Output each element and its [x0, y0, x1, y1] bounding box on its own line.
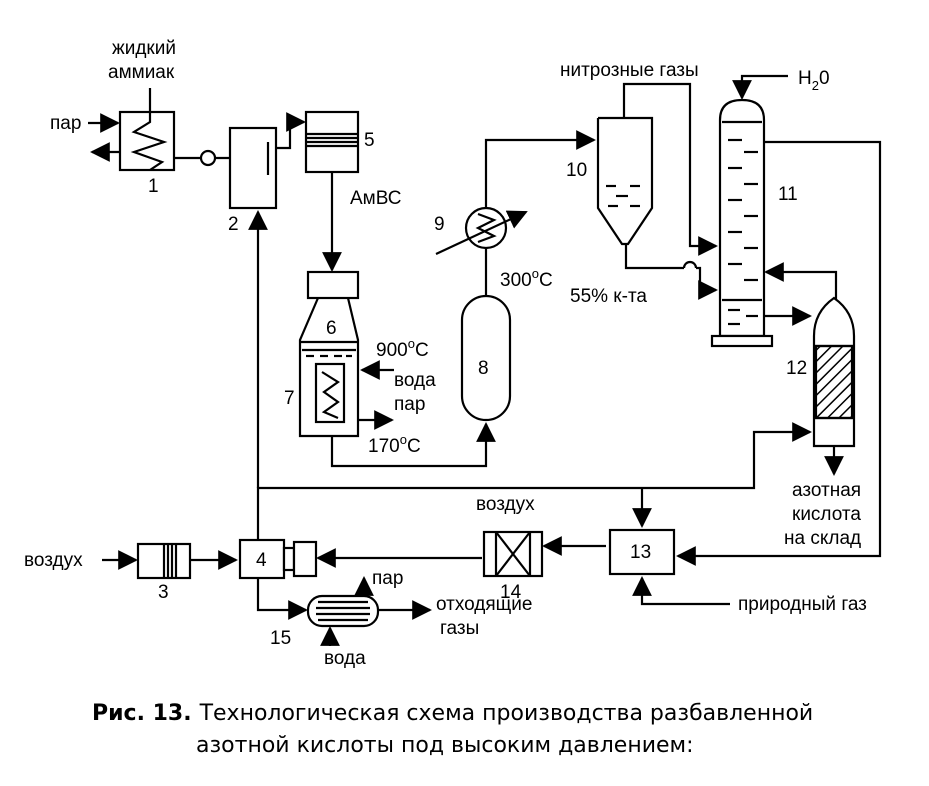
equipment-number-9: 9 — [434, 214, 445, 235]
filter-5 — [304, 110, 360, 174]
equipment-number-10: 10 — [566, 160, 587, 181]
pipe-crossover — [682, 260, 698, 269]
temp-300-label: 300oC — [500, 266, 553, 291]
catalytic-reactor-13 — [608, 528, 676, 576]
amvs-label: АмВС — [350, 188, 402, 209]
recuperator-14 — [482, 530, 544, 578]
ammonia-evaporator-1 — [118, 88, 176, 172]
bleacher-12 — [812, 296, 856, 448]
steam-in-label: пар — [50, 113, 81, 134]
mixer-2 — [228, 112, 306, 210]
pipe-7-to-8 — [330, 422, 496, 468]
equipment-number-12: 12 — [786, 358, 807, 379]
equipment-number-14: 14 — [500, 582, 522, 603]
temp-170-label: 170oC — [368, 432, 421, 457]
tail-gas-11-to-13 — [676, 140, 882, 566]
nitrous-gases-label: нитрозные газы — [560, 60, 699, 81]
equipment-number-4: 4 — [256, 550, 267, 571]
water-7-label: вода — [394, 370, 436, 391]
water-in-11-arrow — [732, 74, 788, 100]
compressor-4 — [238, 538, 318, 580]
natural-gas-in-arrow — [632, 576, 730, 606]
air-left-label: воздух — [24, 550, 83, 571]
acid-55-label: 55% к-та — [570, 286, 647, 307]
heat-exchanger-15 — [306, 594, 380, 628]
equipment-number-8: 8 — [478, 358, 489, 379]
pipe-9-to-10 — [484, 130, 596, 208]
water-15-label: вода — [324, 648, 366, 669]
steam-15-label: пар — [372, 568, 403, 589]
absorption-column-11 — [710, 98, 774, 348]
separator-10 — [596, 116, 654, 246]
nitric-acid-label-3: на склад — [784, 528, 861, 549]
pipe-4-to-15 — [256, 578, 308, 620]
equipment-number-3: 3 — [158, 582, 169, 603]
equipment-number-5: 5 — [364, 130, 375, 151]
temp-900-label: 900oC — [376, 336, 429, 361]
equipment-number-13: 13 — [630, 542, 651, 563]
air-filter-3 — [136, 542, 192, 580]
figure-caption-line-2: азотной кислоты под высоким давлением: — [196, 733, 694, 758]
converter-6 — [298, 270, 360, 438]
figure-caption-line-1: Рис. 13.Технологическая схема производст… — [92, 701, 813, 726]
h2o-label: H20 — [798, 68, 830, 93]
air-top-label: воздух — [476, 494, 535, 515]
air-header-to-12 — [256, 422, 812, 540]
pipe-10-acid — [624, 244, 684, 270]
pipe-10-gas-to-11 — [622, 82, 718, 256]
equipment-number-2: 2 — [228, 214, 239, 235]
equipment-number-6: 6 — [326, 318, 337, 339]
exhaust-label-1: отходящие — [436, 594, 532, 615]
equipment-number-11: 11 — [778, 184, 798, 205]
ammonia-pump — [199, 149, 217, 167]
waste-heat-boiler-7 — [314, 362, 346, 424]
equipment-number-7: 7 — [284, 388, 295, 409]
nitric-acid-label-2: кислота — [792, 504, 861, 525]
nitric-acid-label-1: азотная — [792, 480, 861, 501]
pipe-12-to-11 — [764, 262, 838, 300]
exhaust-label-2: газы — [440, 618, 479, 639]
steam-7-label: пар — [394, 394, 425, 415]
cooler-9 — [435, 206, 528, 255]
natural-gas-label: природный газ — [738, 594, 867, 615]
liquid-ammonia-label-2: аммиак — [108, 62, 175, 83]
pipe-10-acid-to-11 — [696, 266, 718, 300]
equipment-number-15: 15 — [270, 628, 291, 649]
liquid-ammonia-label-1: жидкий — [112, 38, 176, 59]
equipment-number-1: 1 — [148, 176, 159, 197]
